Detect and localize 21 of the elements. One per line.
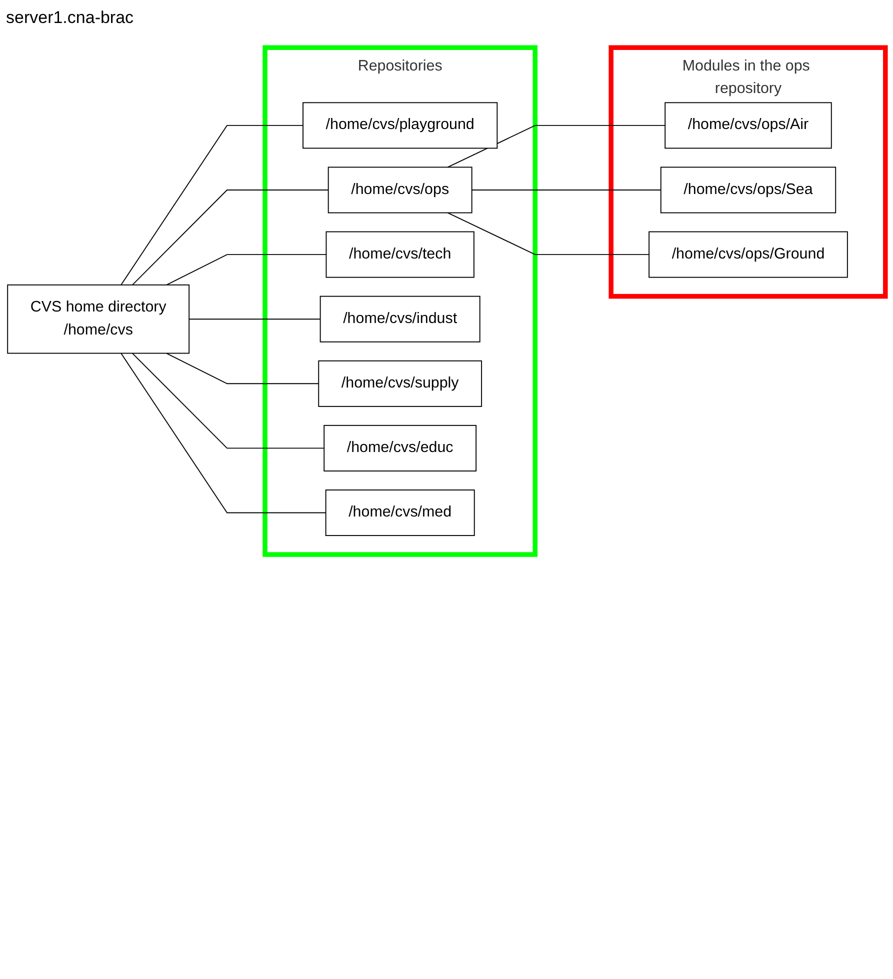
connector [132,190,329,286]
node-box: /home/cvs/ops/Air [664,102,832,149]
connector [120,352,326,514]
node-box: /home/cvs/playground [302,102,498,149]
node-box: /home/cvs/ops/Ground [648,231,848,278]
connector [447,212,650,256]
connector [132,352,325,449]
node-box: /home/cvs/educ [324,424,477,472]
diagram-title: server1.cna-brac [6,8,134,28]
connector [166,254,327,286]
node-box: /home/cvs/med [325,490,475,536]
connector [447,124,666,168]
connector [188,318,321,320]
connector [120,124,304,286]
node-box: /home/cvs/tech [326,231,474,278]
node-box: /home/cvs/indust [320,296,480,342]
node-box: CVS home directory /home/cvs [7,284,190,354]
node-box: /home/cvs/ops [328,166,472,214]
node-box: /home/cvs/supply [318,360,482,407]
node-box: /home/cvs/ops/Sea [660,166,836,214]
connector [166,352,320,384]
